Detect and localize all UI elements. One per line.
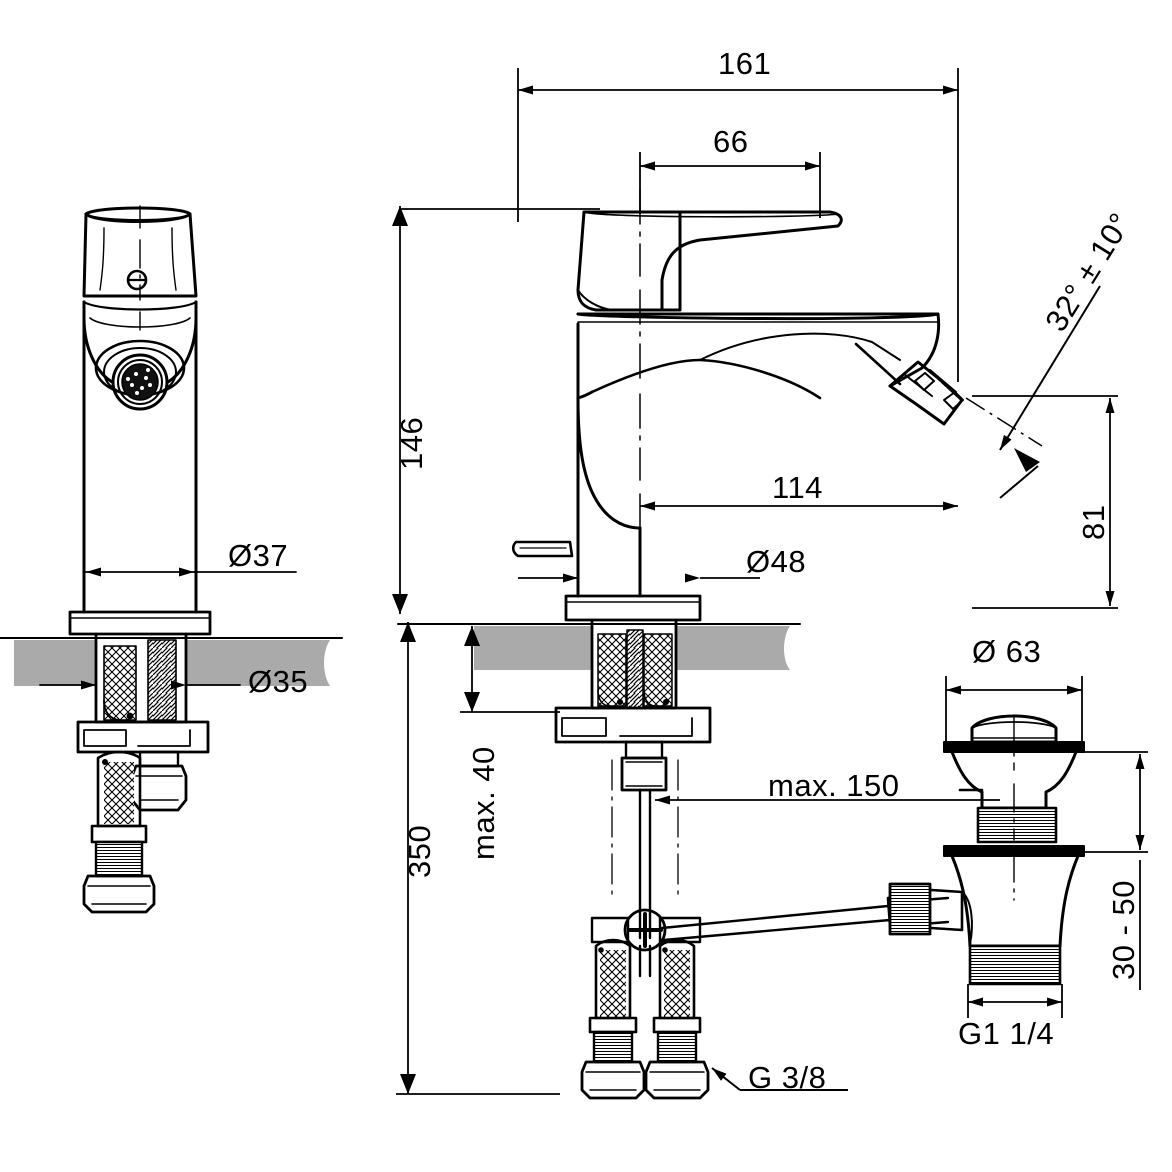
dim-angle-leader-a bbox=[999, 285, 1101, 451]
arrow-max40-top bbox=[464, 626, 480, 646]
dim-label-35: Ø35 bbox=[248, 664, 309, 699]
dim-label-g114: G1 1/4 bbox=[958, 1016, 1055, 1051]
arrow-350-top bbox=[400, 622, 416, 642]
arrow-angle-b bbox=[1014, 448, 1040, 472]
dim-label-114: 114 bbox=[772, 470, 823, 505]
dim-label-350: 350 bbox=[402, 824, 437, 878]
dim-label-63: Ø 63 bbox=[972, 634, 1042, 669]
side-elevation-view bbox=[397, 189, 964, 1100]
dim-label-81: 81 bbox=[1076, 504, 1111, 540]
arrow-146-top bbox=[392, 206, 408, 226]
dim-label-3050: 30 - 50 bbox=[1106, 879, 1141, 980]
arrow-max40-bottom bbox=[464, 692, 480, 712]
dim-label-g38: G 3/8 bbox=[748, 1060, 827, 1095]
dim-label-146-rot: 146 bbox=[394, 416, 429, 470]
arrow-350-bottom bbox=[400, 1074, 416, 1094]
arrow-146-bottom bbox=[392, 594, 408, 614]
angle-centreline bbox=[965, 397, 1043, 447]
leader-g38 bbox=[711, 1067, 741, 1091]
dim-label-161: 161 bbox=[718, 46, 772, 81]
pop-up-waste-detail-view bbox=[888, 714, 1085, 986]
dim-label-max150: max. 150 bbox=[768, 768, 900, 803]
dim-label-37: Ø37 bbox=[228, 538, 289, 573]
dim-label-max40: max. 40 bbox=[466, 746, 501, 860]
front-elevation-view bbox=[0, 205, 343, 914]
dim-label-66: 66 bbox=[713, 124, 749, 159]
dim-angle-leader-b bbox=[999, 465, 1039, 499]
dim-label-48: Ø48 bbox=[746, 544, 807, 579]
